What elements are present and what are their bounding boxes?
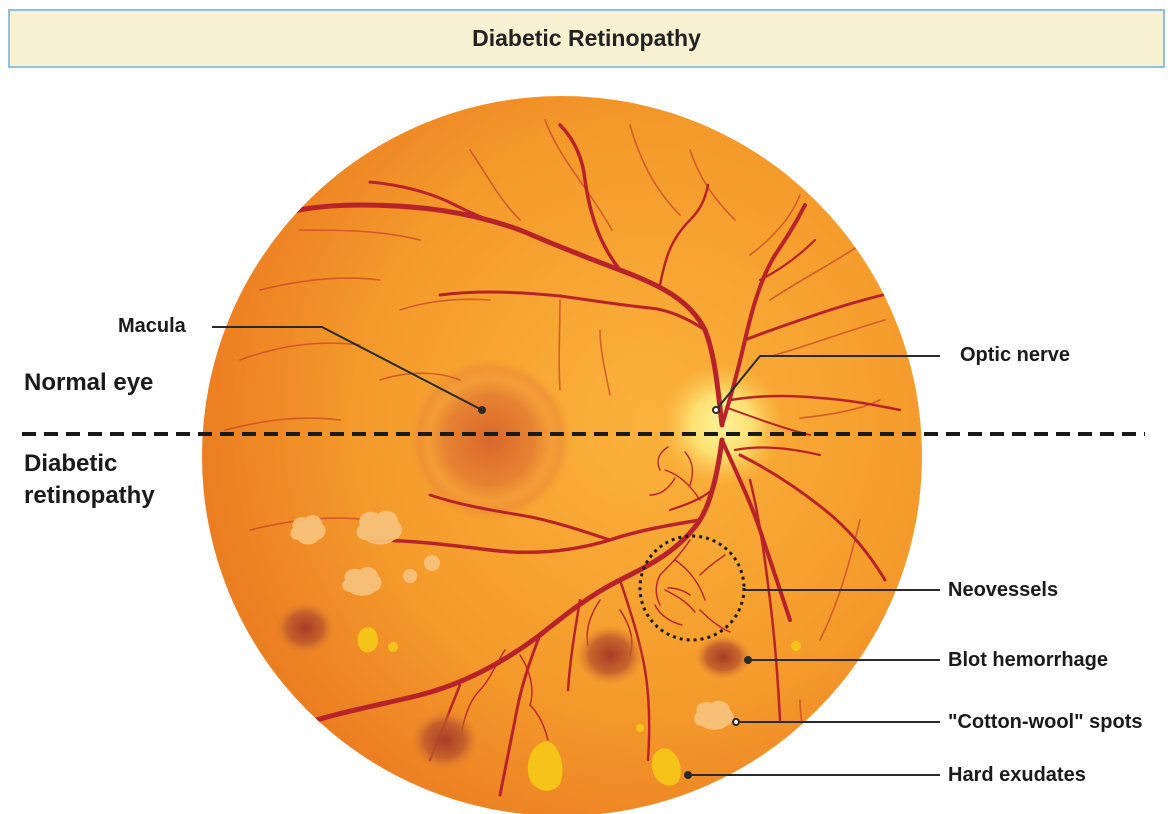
retinopathy-label: retinopathy [24,480,155,512]
cotton-wool-label: "Cotton-wool" spots [948,710,1142,734]
diabetic-label: Diabetic [24,448,117,480]
blot-hemorrhage-label: Blot hemorrhage [948,648,1108,672]
macula-label: Macula [118,314,186,338]
optic-nerve-label: Optic nerve [960,343,1070,367]
hard-exudates-label: Hard exudates [948,763,1086,787]
neovessels-label: Neovessels [948,578,1058,602]
normal-eye-label: Normal eye [24,367,153,399]
